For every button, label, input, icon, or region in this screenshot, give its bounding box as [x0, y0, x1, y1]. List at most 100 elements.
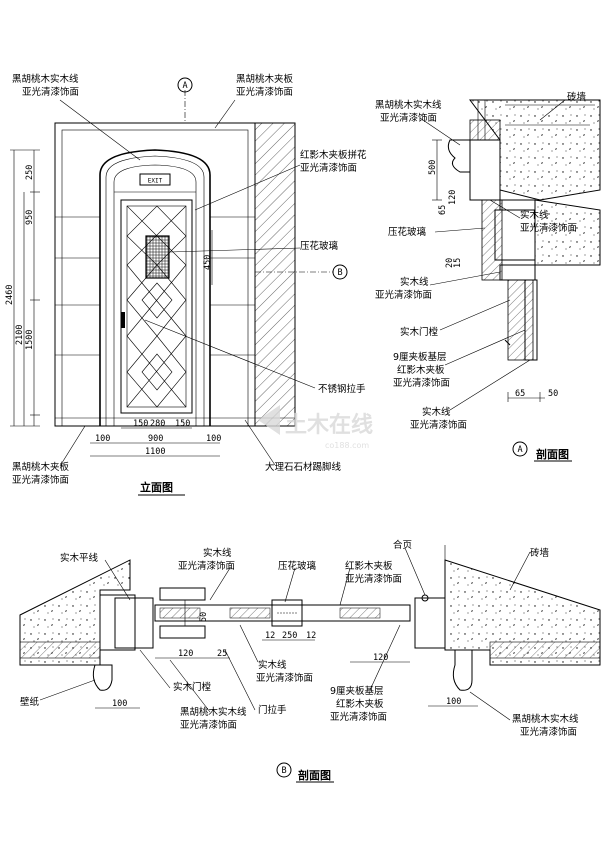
section-a-label-plywood-finish: 亚光清漆饰面 — [393, 377, 450, 389]
section-b-right-wall — [444, 559, 601, 666]
label-panel-parquet-finish: 亚光清漆饰面 — [300, 162, 357, 174]
section-a-title: 剖面图 — [536, 447, 569, 461]
label-walnut-board-finish: 亚光清漆饰面 — [236, 86, 293, 98]
watermark-subtext: co188.com — [325, 441, 369, 450]
section-a-label-woodline: 实木线 — [520, 209, 549, 221]
section-b-label-walnut-finish: 亚光清漆饰面 — [180, 719, 237, 731]
section-b-title: 剖面图 — [298, 768, 331, 782]
section-b-label-wallpaper: 壁纸 — [20, 696, 40, 708]
section-a-dim-65: 65 — [438, 205, 448, 215]
section-a-leaders — [419, 99, 566, 411]
patterned-glass-panel — [145, 235, 170, 279]
dim-900: 900 — [148, 434, 163, 444]
section-a-label-bottom: 实木线 — [422, 406, 451, 418]
section-a-door-top — [481, 199, 503, 281]
section-b-label-panel: 红影木夹板 — [345, 560, 393, 572]
dim-450: 450 — [203, 255, 213, 270]
section-a-view: 500 65 120 20 15 65 50 黑胡桃木实木线 亚光清漆饰面 砖墙… — [375, 91, 601, 462]
section-b-label-walnut2-finish: 亚光清漆饰面 — [520, 726, 577, 738]
section-a-label-glass: 压花玻璃 — [388, 226, 426, 238]
section-b-dim-120a: 120 — [178, 649, 193, 659]
label-marble-skirting: 大理石石材踢脚线 — [265, 461, 342, 473]
section-a-label-plywood: 9厘夹板基层 — [393, 351, 447, 363]
section-a-mark — [512, 441, 528, 457]
horizontal-dimensions: 150 280 150 100 900 100 1100 — [90, 419, 221, 457]
section-mark-b — [332, 264, 348, 280]
section-b-label-plywood-red: 红影木夹板 — [336, 698, 384, 710]
plaque-text: EXIT — [148, 178, 163, 185]
elevation-title: 立面图 — [140, 480, 173, 494]
section-b-label-woodline-finish: 亚光清漆饰面 — [178, 560, 235, 572]
section-b-label-panel-finish: 亚光清漆饰面 — [345, 573, 402, 585]
label-panel-parquet: 红影木夹板拼花 — [300, 149, 367, 161]
section-b-label-hinge: 合页 — [393, 539, 412, 551]
label-walnut-board-bottom-finish: 亚光清漆饰面 — [12, 474, 69, 486]
exit-plaque — [139, 173, 171, 186]
dim-250: 250 — [25, 165, 35, 180]
section-b-left-moulding — [92, 664, 113, 691]
section-b-view: 50 12 250 12 120 25 120 100 100 — [19, 539, 601, 783]
section-a-mark-label: A — [517, 445, 522, 455]
section-b-dimensions: 50 12 250 12 120 25 120 100 100 — [95, 612, 478, 709]
dim-100a: 100 — [95, 434, 110, 444]
section-b-label-woodline: 实木线 — [203, 547, 232, 559]
door-leaf — [120, 199, 193, 414]
dim-2100: 2100 — [15, 325, 25, 345]
section-b-door-leaf — [154, 604, 411, 622]
dim-280: 280 — [150, 419, 165, 429]
section-a-label-frame: 实木门樘 — [400, 326, 439, 338]
elevation-leaders — [59, 99, 316, 467]
label-stainless-handle: 不锈钢拉手 — [318, 383, 366, 395]
section-a-dim-50: 50 — [548, 389, 558, 399]
section-a-label-brick: 砖墙 — [567, 91, 587, 103]
section-a-label-woodline2-finish: 亚光清漆饰面 — [375, 289, 432, 301]
section-a-label-woodline-finish: 亚光清漆饰面 — [520, 222, 577, 234]
section-b-label-glass: 压花玻璃 — [278, 560, 316, 572]
section-b-label-walnut2: 黑胡桃木实木线 — [512, 713, 579, 725]
dim-2460: 2460 — [5, 285, 15, 305]
section-a-label-walnut-finish: 亚光清漆饰面 — [380, 112, 437, 124]
section-a-moulding — [447, 139, 471, 173]
section-b-label-woodline2-finish: 亚光清漆饰面 — [256, 672, 313, 684]
dim-150a: 150 — [133, 419, 148, 429]
section-b-label-plywood-finish: 亚光清漆饰面 — [330, 711, 387, 723]
section-a-label-walnut: 黑胡桃木实木线 — [375, 99, 442, 111]
section-b-dim-120b: 120 — [373, 653, 388, 663]
section-b-glass — [271, 599, 303, 627]
section-mark-a-label: A — [182, 81, 187, 91]
section-b-label-woodline2: 实木线 — [258, 659, 287, 671]
label-walnut-board: 黑胡桃木夹板 — [236, 73, 294, 85]
section-b-label-plywood: 9厘夹板基层 — [330, 685, 384, 697]
label-walnut-line-finish: 亚光清漆饰面 — [22, 86, 79, 98]
dim-1500: 1500 — [25, 330, 35, 350]
watermark: 土木在线 co188.com — [258, 405, 373, 450]
section-a-dim-65b: 65 — [515, 389, 525, 399]
watermark-text: 土木在线 — [285, 412, 373, 438]
section-a-label-woodline2: 实木线 — [400, 276, 429, 288]
section-b-label-flatline: 实木平线 — [60, 552, 99, 564]
section-b-label-pull: 门拉手 — [258, 704, 287, 716]
section-mark-a — [177, 77, 193, 93]
label-patterned-glass: 压花玻璃 — [300, 240, 338, 252]
dim-950: 950 — [25, 210, 35, 225]
section-b-mark — [276, 762, 292, 778]
elevation-view: EXIT A B — [5, 73, 367, 496]
section-b-leaders — [39, 547, 531, 721]
door-arch-surround — [99, 149, 211, 426]
section-a-dim-120: 120 — [448, 190, 458, 205]
section-b-label-frame: 实木门樘 — [173, 681, 212, 693]
section-b-mark-label: B — [281, 766, 286, 776]
brick-wall-hatch — [254, 122, 296, 427]
label-walnut-line: 黑胡桃木实木线 — [12, 73, 79, 85]
section-b-dim-12b: 12 — [306, 631, 316, 641]
dim-100b: 100 — [206, 434, 221, 444]
stainless-handle — [121, 312, 125, 328]
dim-150b: 150 — [175, 419, 190, 429]
label-walnut-board-bottom: 黑胡桃木夹板 — [12, 461, 70, 473]
section-a-frame — [507, 279, 534, 361]
dim-1100: 1100 — [145, 447, 165, 457]
section-b-dim-25: 25 — [217, 649, 227, 659]
section-a-dim-500: 500 — [428, 160, 438, 175]
watermark-logo-icon — [258, 405, 280, 435]
